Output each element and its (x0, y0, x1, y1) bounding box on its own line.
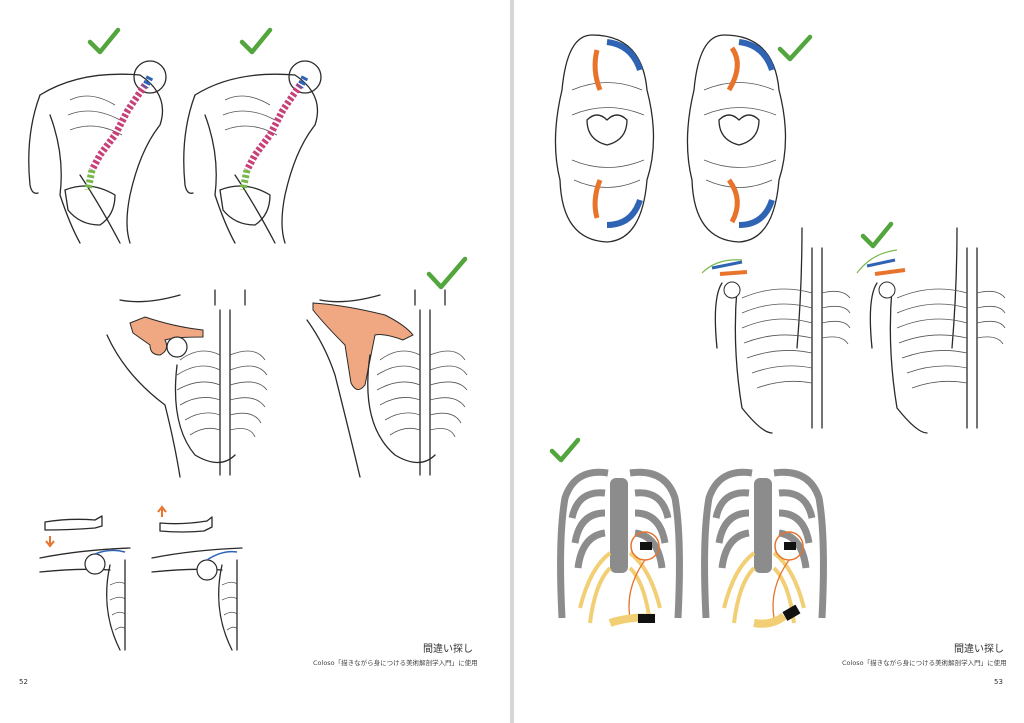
check-icon (87, 27, 121, 55)
ribcage-top-view-figure-b (686, 34, 787, 243)
caption-title: 間違い探し (954, 644, 1004, 655)
book-gutter (510, 0, 514, 723)
shoulder-joint-figure-b (151, 505, 243, 651)
ribcage-top-view-figure-a (554, 34, 655, 243)
check-icon (239, 27, 273, 55)
page-number: 53 (994, 678, 1003, 686)
caption-title: 間違い探し (423, 644, 473, 655)
check-icon (777, 34, 813, 62)
page-left: 間違い探し Coloso「描きながら身につける美術解剖学入門」に使用 52 (0, 0, 510, 723)
check-icon (549, 437, 581, 463)
clavicle-ribcage-figure-b (856, 227, 1006, 434)
ribcage-shoulder-figure-b (306, 289, 468, 478)
check-icon (860, 221, 894, 249)
rib-cartilage-figure-b (701, 468, 827, 628)
clavicle-ribcage-figure-a (701, 227, 851, 434)
check-icon (426, 256, 468, 290)
caption-note: Coloso「描きながら身につける美術解剖学入門」に使用 (842, 659, 1007, 667)
page-right: 間違い探し Coloso「描きながら身につける美術解剖学入門」に使用 53 (514, 0, 1024, 723)
torso-spine-figure-b (183, 60, 322, 244)
page-number: 52 (19, 678, 28, 686)
caption-note: Coloso「描きながら身につける美術解剖学入門」に使用 (313, 659, 478, 667)
torso-spine-figure-a (28, 60, 167, 244)
shoulder-joint-figure-a (39, 515, 131, 651)
ribcage-shoulder-figure-a (106, 289, 268, 478)
rib-cartilage-figure-a (557, 468, 683, 627)
